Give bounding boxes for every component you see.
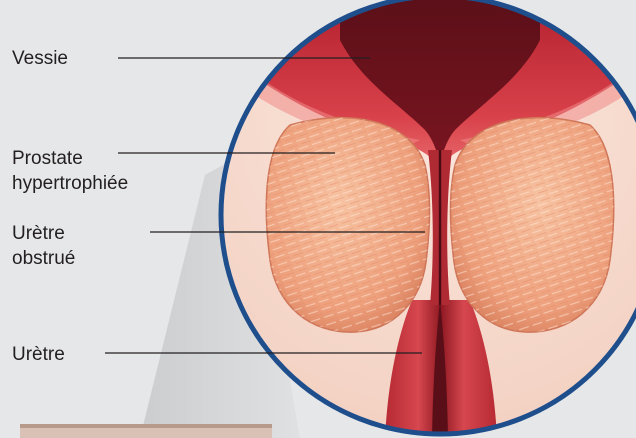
label-urethra-text: Urètre xyxy=(12,342,65,367)
label-urethra: Urètre xyxy=(12,342,65,367)
label-obstructed-urethra-line2: obstrué xyxy=(12,246,75,271)
label-prostate-line1: Prostate xyxy=(12,146,128,171)
label-bladder-text: Vessie xyxy=(12,46,68,71)
label-obstructed-urethra-line1: Urètre xyxy=(12,221,75,246)
label-prostate-line2: hypertrophiée xyxy=(12,171,128,196)
label-obstructed-urethra: Urètre obstrué xyxy=(12,221,75,271)
prostate-right-lobe-texture xyxy=(450,118,613,332)
label-prostate: Prostate hypertrophiée xyxy=(12,146,128,196)
reference-thumbnail-shadow xyxy=(20,424,272,428)
prostate-left-lobe-texture xyxy=(266,118,429,332)
label-bladder: Vessie xyxy=(12,46,68,71)
